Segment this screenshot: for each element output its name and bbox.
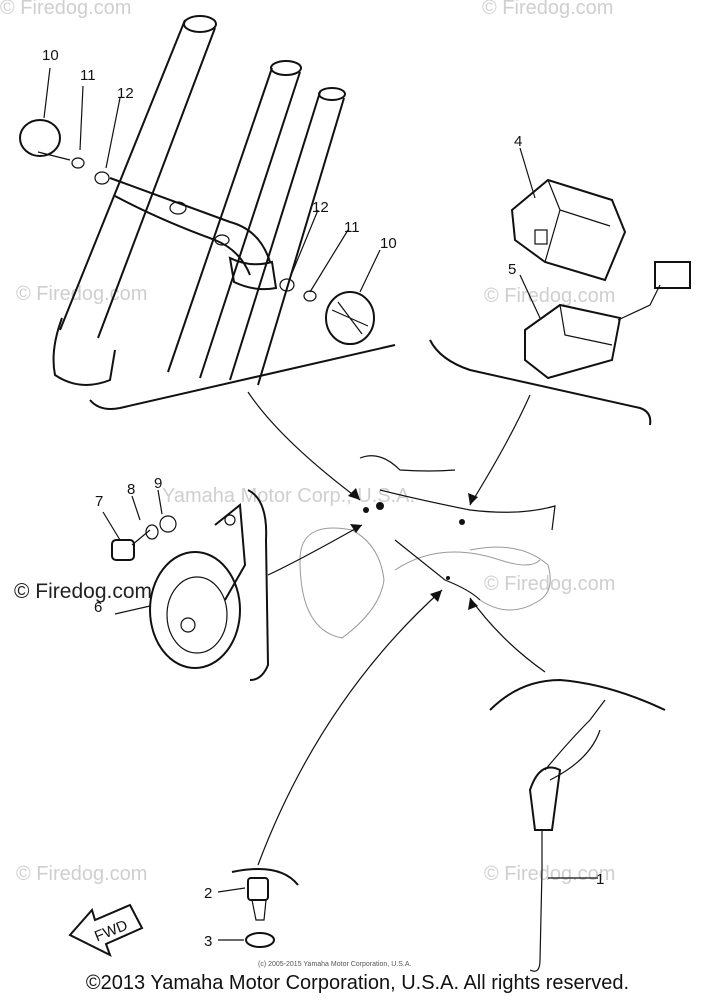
callout-7: 7 — [95, 493, 103, 510]
watermark-text: © Firedog.com — [484, 863, 615, 885]
watermark-layer: © Firedog.com © Firedog.com © Firedog.co… — [0, 0, 615, 885]
callout-10: 10 — [380, 235, 397, 252]
callout-3: 3 — [204, 933, 212, 950]
front-fork-illustration — [52, 15, 396, 410]
watermark-text: © Firedog.com — [16, 863, 147, 885]
callout-12: 12 — [312, 199, 329, 216]
wiring-harness — [299, 455, 556, 639]
horn-assembly — [102, 489, 270, 681]
callout-9: 9 — [154, 475, 162, 492]
callout-6: 6 — [94, 599, 102, 616]
watermark-text: Yamaha Motor Corp., U.S.A. — [162, 485, 415, 507]
watermark-text: © Firedog.com — [482, 0, 613, 19]
callout-11: 11 — [80, 67, 96, 84]
copyright-footer: ©2013 Yamaha Motor Corporation, U.S.A. A… — [85, 972, 630, 994]
watermark-text: © Firedog.com — [484, 285, 615, 307]
watermark-text: © Firedog.com — [14, 580, 152, 603]
callout-10: 10 — [42, 47, 59, 64]
connector-arrows — [247, 391, 546, 866]
watermark-text: © Firedog.com — [16, 283, 147, 305]
watermark-text: © Firedog.com — [0, 0, 131, 19]
callout-1: 1 — [596, 871, 604, 888]
left-reflector-assembly — [19, 67, 121, 185]
neutral-switch-assembly — [217, 868, 299, 948]
relay-assembly — [429, 147, 691, 426]
right-reflector-assembly — [279, 209, 381, 345]
callout-12: 12 — [117, 85, 134, 102]
callout-8: 8 — [127, 481, 135, 498]
small-print: (c) 2005-2015 Yamaha Motor Corporation, … — [258, 961, 411, 968]
callout-4: 4 — [514, 133, 522, 150]
fwd-arrow: FWD — [68, 903, 144, 958]
callout-11: 11 — [344, 219, 360, 236]
stop-switch-assembly — [489, 678, 666, 972]
callout-2: 2 — [204, 885, 212, 902]
callout-5: 5 — [508, 261, 516, 278]
callout-labels: 10 11 12 12 11 10 4 5 7 8 9 6 2 3 1 — [42, 47, 604, 950]
